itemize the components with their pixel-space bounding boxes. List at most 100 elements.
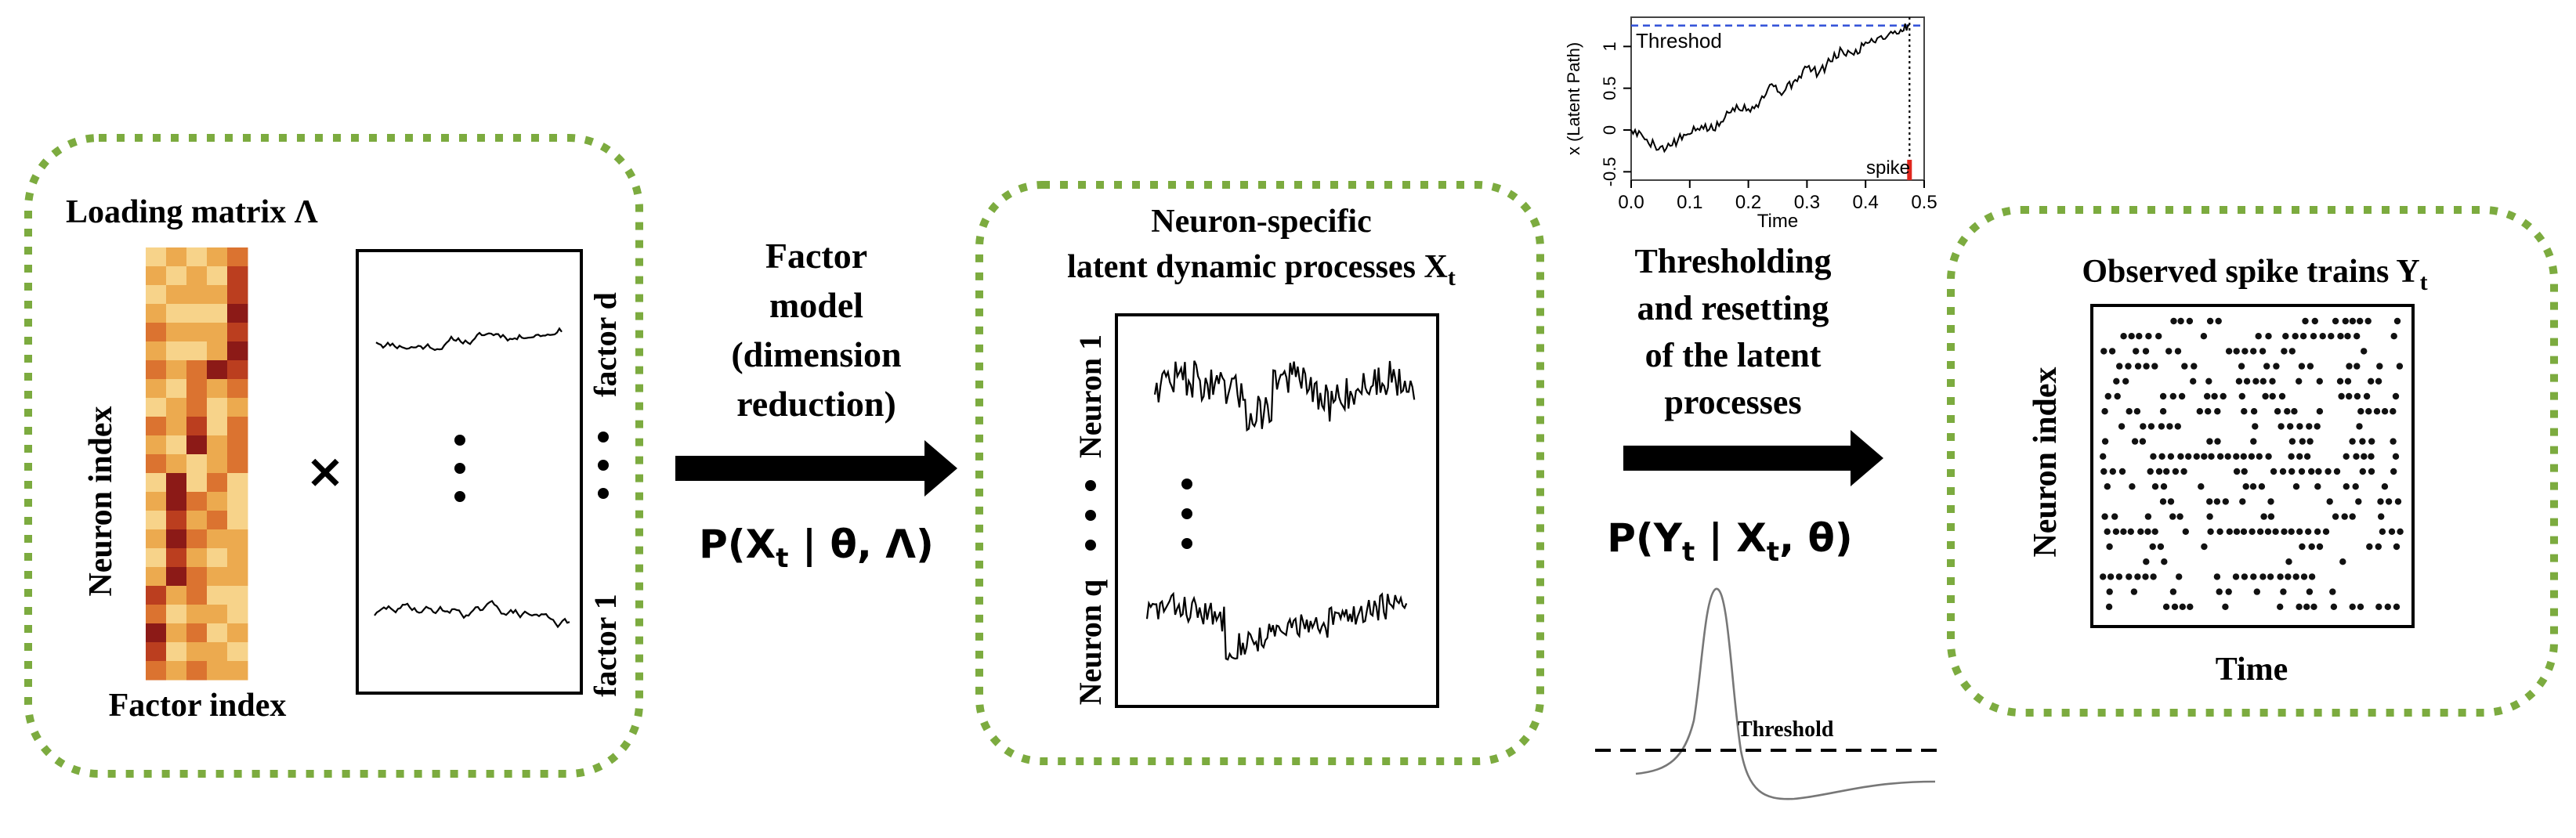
spike-dot	[2306, 363, 2314, 370]
spike-dot	[2388, 528, 2396, 535]
arrow2-label: Thresholding and resetting of the latent…	[1634, 242, 1831, 421]
spike-dot	[2296, 603, 2303, 610]
spike-dot	[2377, 498, 2384, 505]
spike-dot	[2325, 468, 2332, 475]
heatmap-cell	[186, 548, 208, 568]
spike-dot	[2385, 498, 2393, 505]
spike-dot	[2133, 348, 2140, 355]
spike-dot	[2186, 317, 2194, 325]
heatmap-cell	[186, 473, 208, 493]
spike-dot	[2252, 377, 2259, 385]
spike-dot	[2160, 483, 2168, 490]
heatmap-cell	[227, 473, 248, 493]
heatmap-cell	[207, 417, 228, 436]
spike-dot	[2337, 333, 2344, 340]
spike-dot	[2341, 513, 2348, 520]
heatmap-cell	[186, 266, 208, 286]
heatmap-cell	[146, 266, 167, 286]
spike-dot	[2239, 498, 2246, 505]
observed-panel-title: Observed spike trains Yt	[2082, 254, 2427, 295]
inset-x-tick-label: 0.0	[1618, 192, 1644, 213]
inset-spike-label: spike	[1866, 157, 1910, 179]
spike-dot	[2235, 377, 2243, 385]
heatmap-cell	[207, 266, 228, 286]
spike-dot	[2134, 573, 2141, 580]
spike-dot	[2115, 573, 2123, 580]
spike-dot	[2397, 528, 2404, 535]
spike-dot	[2298, 468, 2306, 475]
neuron-label-ellipsis-icon	[1085, 480, 1096, 551]
spike-dot	[2392, 392, 2400, 400]
heatmap-cell	[166, 247, 187, 267]
heatmap-cell	[227, 398, 248, 417]
spike-dot	[2181, 363, 2188, 370]
inset-latent-path	[1630, 23, 1910, 154]
loading-y-label: Neuron index	[83, 406, 119, 596]
spike-dot	[2299, 543, 2306, 551]
spike-dot	[2390, 333, 2397, 340]
heatmap-cell	[166, 567, 187, 587]
heatmap-cell	[166, 661, 187, 681]
spike-dot	[2163, 468, 2170, 475]
spike-dot	[2349, 603, 2356, 610]
spike-dot	[2373, 408, 2381, 415]
heatmap-cell	[166, 605, 187, 624]
spike-dot	[2269, 392, 2276, 400]
spike-dot	[2342, 317, 2349, 325]
spike-dot	[2365, 408, 2372, 415]
heatmap-cell	[166, 454, 187, 474]
heatmap-cell	[166, 623, 187, 643]
heatmap-cell	[186, 661, 208, 681]
spike-dot	[2224, 453, 2231, 460]
spike-dot	[2176, 513, 2183, 520]
spike-dot	[2101, 513, 2108, 520]
inset-y-tick-label: -0.5	[1600, 157, 1619, 186]
inset-x-tick-label: 0.2	[1735, 192, 1761, 213]
spike-dot	[2258, 483, 2266, 490]
spike-dot	[2305, 528, 2312, 535]
heatmap-cell	[207, 454, 228, 474]
spike-dot	[2162, 603, 2170, 610]
spike-dot	[2263, 363, 2270, 370]
heatmap-cell	[146, 548, 167, 568]
spike-dot	[2118, 468, 2126, 475]
spike-dot	[2157, 543, 2165, 551]
spike-dot	[2207, 528, 2214, 535]
spike-dot	[2302, 317, 2309, 325]
heatmap-cell	[166, 642, 187, 662]
spike-dot	[2353, 453, 2360, 460]
spike-dot	[2364, 317, 2372, 325]
spike-dot	[2353, 333, 2361, 340]
arrow2-icon	[1623, 430, 1883, 486]
spike-dot	[2278, 392, 2286, 400]
inset-threshold-label: Threshod	[1636, 29, 1722, 52]
spike-dot	[2359, 468, 2366, 475]
spike-dot	[2201, 543, 2208, 551]
heatmap-cell	[227, 435, 248, 455]
spike-dot	[2196, 408, 2203, 415]
spike-dot	[2267, 513, 2275, 520]
heatmap-cell	[146, 492, 167, 511]
spike-dot	[2361, 348, 2368, 355]
heatmap-cell	[166, 417, 187, 436]
spike-dot	[2296, 377, 2303, 385]
heatmap-cell	[186, 304, 208, 323]
spike-dot	[2233, 528, 2241, 535]
spike-dot	[2308, 543, 2315, 551]
spike-dot	[2379, 528, 2386, 535]
spike-dot	[2216, 588, 2223, 595]
spike-dot	[2112, 528, 2120, 535]
loading-panel-title: Loading matrix Λ	[66, 194, 318, 230]
spike-dot	[2287, 423, 2294, 430]
heatmap-cell	[186, 379, 208, 399]
arrow2-label-line1: Thresholding	[1634, 242, 1831, 280]
heatmap-cell	[207, 341, 228, 361]
heatmap-cell	[207, 548, 228, 568]
heatmap-cell	[227, 567, 248, 587]
spike-dot	[2182, 528, 2189, 535]
spike-dot	[2375, 603, 2382, 610]
spike-dot	[2178, 392, 2186, 400]
heatmap-cell	[146, 642, 167, 662]
spike-dot	[2381, 408, 2389, 415]
heatmap-cell	[207, 323, 228, 342]
